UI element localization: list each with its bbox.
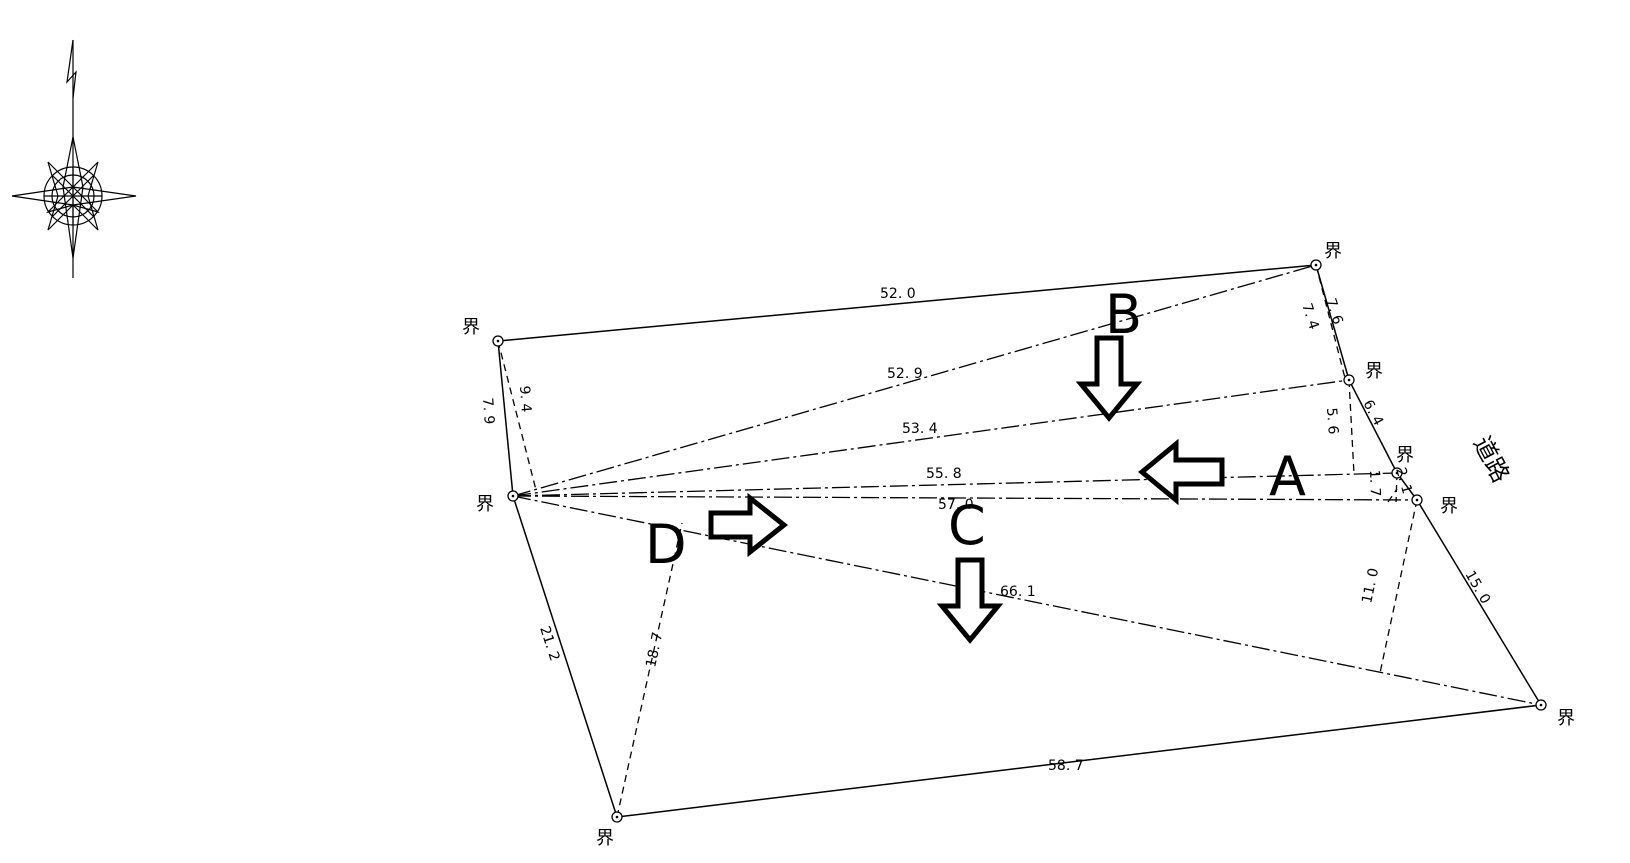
diagonal-57-0 xyxy=(512,495,1418,501)
road-label: 道路 xyxy=(1468,432,1515,488)
diagonal-b xyxy=(512,264,1317,497)
small-right-corner xyxy=(1387,488,1398,503)
measurement-right-lower: 15. 0 xyxy=(1462,568,1494,607)
boundary-line-top xyxy=(497,264,1317,342)
measurement-diagonal-c: 57. 0 xyxy=(938,497,974,513)
boundary-points xyxy=(492,259,1547,823)
measurement-right-lower-height: 11. 0 xyxy=(1359,567,1382,605)
measurement-diagonal-a: 55. 8 xyxy=(926,466,962,482)
height-7-4 xyxy=(1315,264,1347,383)
boundary-line-right-lower xyxy=(1416,499,1542,706)
boundary-mark-right-top: 界 xyxy=(1365,361,1383,382)
measurement-left-height: 9. 4 xyxy=(516,385,534,413)
north-compass-icon xyxy=(11,39,137,278)
height-9-4 xyxy=(497,340,537,491)
diagonal-55-8 xyxy=(512,472,1398,497)
measurement-right-short: 2. 1 xyxy=(1392,466,1415,496)
height-5-6 xyxy=(1348,379,1355,475)
height-18-7 xyxy=(616,522,683,818)
boundary-mark-right-middle: 界 xyxy=(1396,445,1414,466)
boundary-line-right-middle xyxy=(1348,379,1398,474)
boundary-mark-labels: 界 界 界 界 界 界 界 界 xyxy=(462,241,1575,849)
diagonal-53-4 xyxy=(512,379,1350,497)
boundary-mark-bottom-right: 界 xyxy=(1557,708,1575,729)
measurement-diagonal-lower: 66. 1 xyxy=(1000,584,1036,600)
measurement-diagonal-upper: 52. 9 xyxy=(887,366,923,382)
hollow-arrow-icon xyxy=(1075,335,1143,422)
measurement-right-small-height: 1. 7 xyxy=(1366,470,1383,497)
direction-arrows xyxy=(708,335,1225,644)
boundary-line-left-upper xyxy=(497,340,514,497)
survey-helper-lines xyxy=(497,264,1542,818)
region-label-c: C xyxy=(948,494,986,557)
measurement-right-top: 7. 6 xyxy=(1322,296,1346,326)
boundary-mark-right: 界 xyxy=(1440,496,1458,517)
measurement-left-lower: 21. 2 xyxy=(536,624,562,663)
boundary-line-right-top xyxy=(1315,264,1350,381)
measurement-diagonal-middle: 53. 4 xyxy=(902,421,938,437)
measurement-right-top-height: 7. 4 xyxy=(1298,301,1322,331)
boundary-line-left-lower xyxy=(512,495,618,818)
measurement-bottom: 58. 7 xyxy=(1048,758,1084,774)
region-label-d: D xyxy=(645,513,687,576)
hollow-arrow-icon xyxy=(708,492,789,558)
measurement-right-middle-height: 5. 6 xyxy=(1323,407,1341,435)
diagonal-66-1 xyxy=(512,495,1542,706)
height-11-0 xyxy=(1379,499,1418,674)
hollow-arrow-icon xyxy=(936,557,1004,644)
region-label-a: A xyxy=(1269,445,1306,508)
boundary-mark-left: 界 xyxy=(476,494,494,515)
boundary-mark-bottom-left: 界 xyxy=(596,828,614,849)
measurement-left-upper: 7. 9 xyxy=(479,397,497,425)
measurement-right-middle: 6. 4 xyxy=(1359,397,1386,428)
boundary-line-bottom xyxy=(616,704,1542,818)
hollow-arrow-icon xyxy=(1138,438,1225,506)
boundary-mark-left-top: 界 xyxy=(462,317,480,338)
measurement-top: 52. 0 xyxy=(880,286,916,302)
boundary-mark-top-right: 界 xyxy=(1324,241,1342,262)
measurement-left-height-lower: 18. 7 xyxy=(643,631,666,669)
measurement-labels: 52. 0 52. 9 53. 4 55. 8 57. 0 66. 1 58. … xyxy=(479,286,1493,774)
